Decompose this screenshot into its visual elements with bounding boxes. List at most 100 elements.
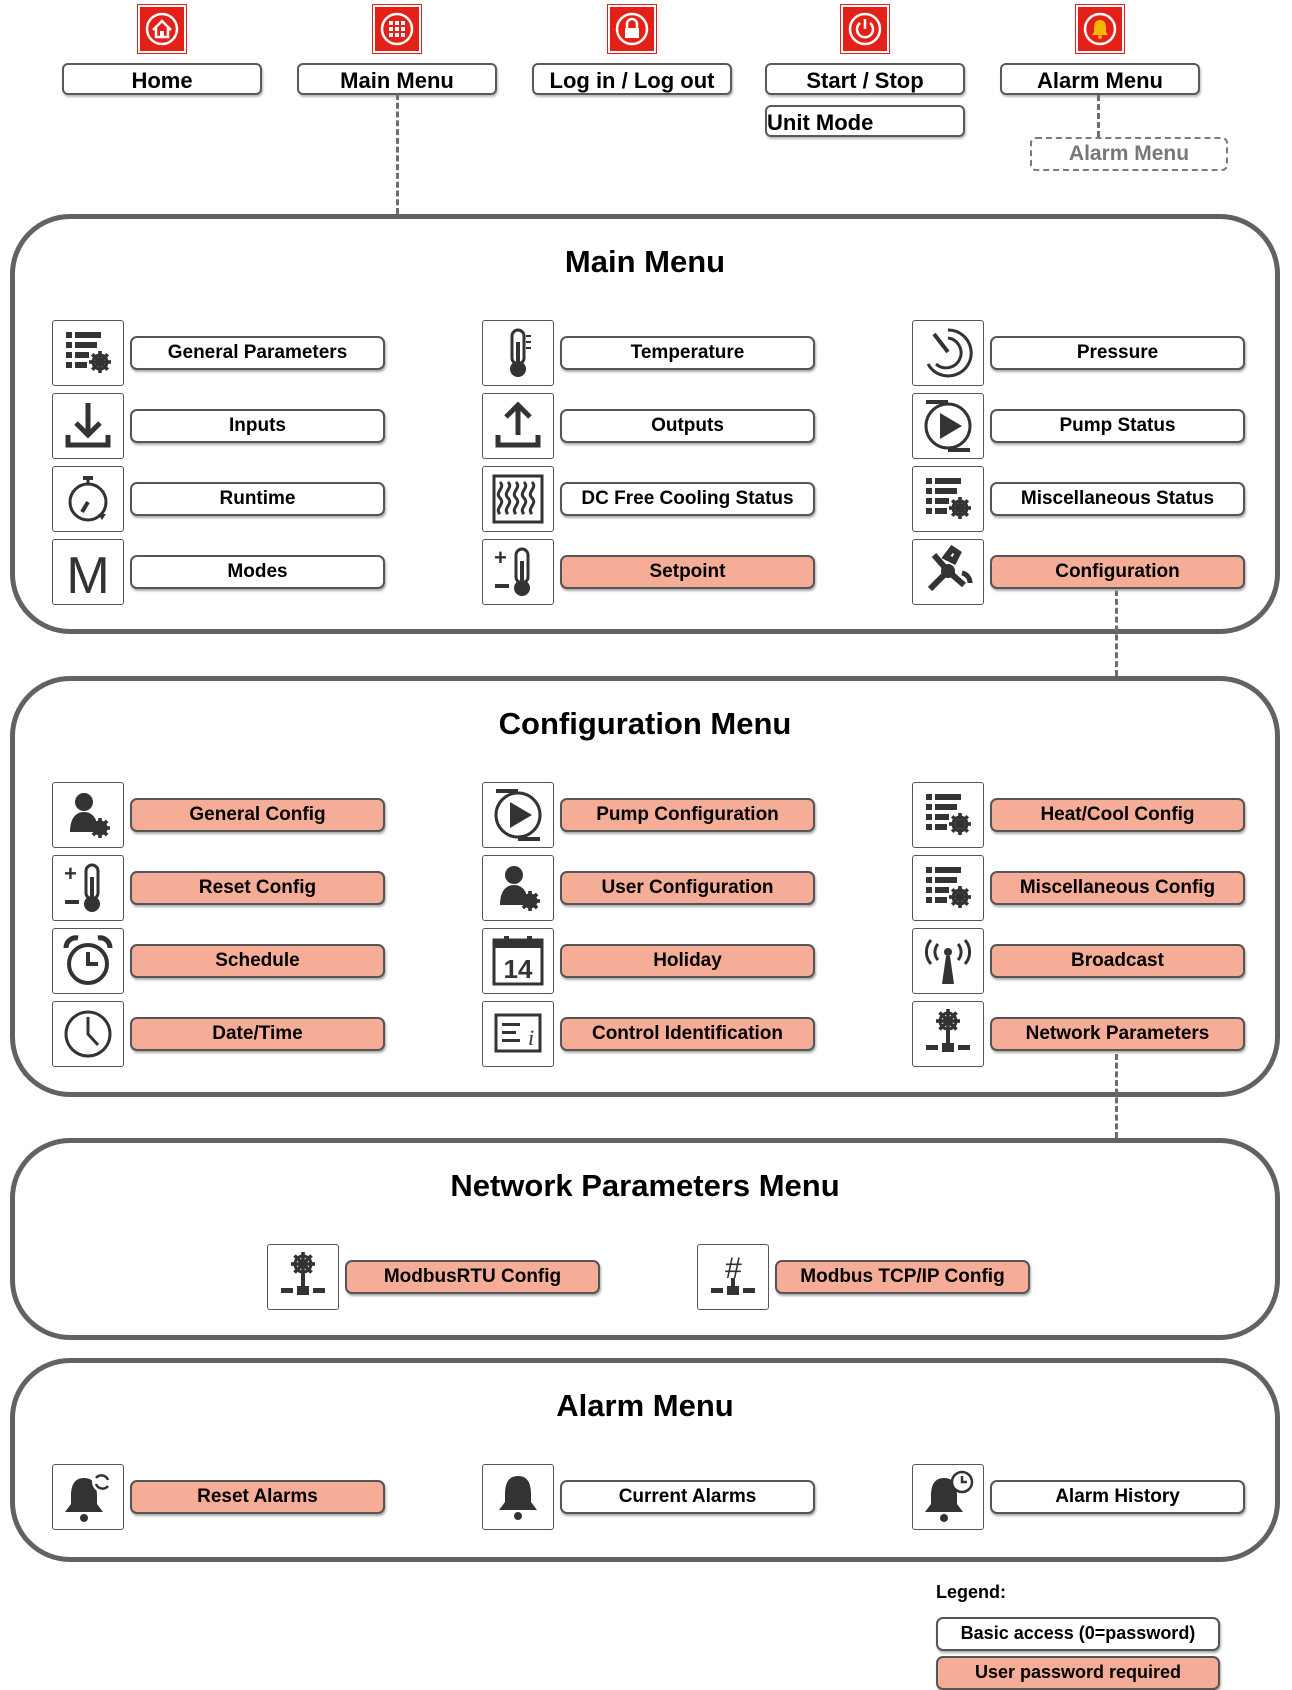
bell-history-icon [912, 1464, 984, 1530]
menu-item-button[interactable]: Miscellaneous Config [990, 871, 1245, 905]
thermometer-icon [482, 320, 554, 386]
menu-item-button[interactable]: Temperature [560, 336, 815, 370]
list-gear-icon [912, 855, 984, 921]
menu-item[interactable]: General Config [52, 782, 387, 848]
menu-item-button[interactable]: Control Identification [560, 1017, 815, 1051]
menu-item[interactable]: General Parameters [52, 320, 387, 386]
menu-item-button[interactable]: Pump Configuration [560, 798, 815, 832]
menu-item-button[interactable]: Reset Alarms [130, 1480, 385, 1514]
login-logout-button[interactable]: Log in / Log out [532, 63, 732, 95]
setpoint-thermometer-icon: + [52, 855, 124, 921]
menu-item-button[interactable]: General Parameters [130, 336, 385, 370]
menu-item-button[interactable]: Network Parameters [990, 1017, 1245, 1051]
main-menu-button[interactable]: Main Menu [297, 63, 497, 95]
menu-item[interactable]: Miscellaneous Status [912, 466, 1247, 532]
menu-item[interactable]: Pressure [912, 320, 1247, 386]
menu-item-button[interactable]: Outputs [560, 409, 815, 443]
menu-item-button[interactable]: Inputs [130, 409, 385, 443]
start-stop-button[interactable]: Start / Stop [765, 63, 965, 95]
power-icon [841, 5, 889, 53]
menu-item[interactable]: Configuration [912, 539, 1247, 605]
info-card-icon: i [482, 1001, 554, 1067]
list-gear-icon [912, 782, 984, 848]
menu-item[interactable]: Reset Alarms [52, 1464, 387, 1530]
connector-configuration [1115, 590, 1118, 676]
svg-text:#: # [725, 1252, 742, 1285]
menu-item-button[interactable]: Setpoint [560, 555, 815, 589]
connector-main-menu [396, 94, 399, 214]
menu-item-button[interactable]: Current Alarms [560, 1480, 815, 1514]
menu-item-button[interactable]: Broadcast [990, 944, 1245, 978]
network-gear-icon [912, 1001, 984, 1067]
menu-item-button[interactable]: ModbusRTU Config [345, 1260, 600, 1294]
main-menu-title: Main Menu [564, 244, 726, 279]
menu-item[interactable]: Pump Configuration [482, 782, 817, 848]
menu-item[interactable]: Broadcast [912, 928, 1247, 994]
nav-login[interactable]: Log in / Log out [532, 5, 732, 95]
stopwatch-icon [52, 466, 124, 532]
menu-item[interactable]: DC Free Cooling Status [482, 466, 817, 532]
lock-icon [608, 5, 656, 53]
menu-item-button[interactable]: Reset Config [130, 871, 385, 905]
menu-item[interactable]: 14 Holiday [482, 928, 817, 994]
pump-icon [482, 782, 554, 848]
menu-item-button[interactable]: Configuration [990, 555, 1245, 589]
user-gear-icon [482, 855, 554, 921]
menu-item[interactable]: Miscellaneous Config [912, 855, 1247, 921]
menu-item[interactable]: User Configuration [482, 855, 817, 921]
menu-item[interactable]: Temperature [482, 320, 817, 386]
configuration-menu-title: Configuration Menu [498, 706, 792, 741]
nav-alarm-menu[interactable]: Alarm Menu [1000, 5, 1200, 95]
connector-alarm [1097, 95, 1100, 137]
nav-main-menu[interactable]: Main Menu [297, 5, 497, 95]
bell-icon [482, 1464, 554, 1530]
nav-start-stop[interactable]: Start / Stop [765, 5, 965, 95]
menu-item-button[interactable]: Modes [130, 555, 385, 589]
menu-item[interactable]: Date/Time [52, 1001, 387, 1067]
menu-item[interactable]: Alarm History [912, 1464, 1247, 1530]
menu-item-button[interactable]: Schedule [130, 944, 385, 978]
menu-item[interactable]: +Setpoint [482, 539, 817, 605]
menu-item-button[interactable]: Pressure [990, 336, 1245, 370]
menu-item-button[interactable]: Modbus TCP/IP Config [775, 1260, 1030, 1294]
menu-item-button[interactable]: User Configuration [560, 871, 815, 905]
svg-text:14: 14 [504, 954, 533, 984]
menu-item[interactable]: Outputs [482, 393, 817, 459]
alarm-menu-title: Alarm Menu [556, 1388, 734, 1423]
clock-icon [52, 1001, 124, 1067]
alarm-menu-button[interactable]: Alarm Menu [1000, 63, 1200, 95]
menu-item[interactable]: Schedule [52, 928, 387, 994]
nav-home[interactable]: Home [62, 5, 262, 95]
menu-item-button[interactable]: Pump Status [990, 409, 1245, 443]
menu-item-button[interactable]: Heat/Cool Config [990, 798, 1245, 832]
menu-item-button[interactable]: General Config [130, 798, 385, 832]
menu-item[interactable]: ModbusRTU Config [267, 1244, 602, 1310]
menu-item[interactable]: +Reset Config [52, 855, 387, 921]
menu-item[interactable]: # Modbus TCP/IP Config [697, 1244, 1032, 1310]
menu-item[interactable]: Inputs [52, 393, 387, 459]
list-gear-icon [52, 320, 124, 386]
setpoint-thermometer-icon: + [482, 539, 554, 605]
menu-item-button[interactable]: DC Free Cooling Status [560, 482, 815, 516]
menu-item-button[interactable]: Date/Time [130, 1017, 385, 1051]
unit-mode-button[interactable]: Unit Mode [765, 105, 965, 137]
menu-item-button[interactable]: Holiday [560, 944, 815, 978]
download-icon [52, 393, 124, 459]
menu-item-button[interactable]: Alarm History [990, 1480, 1245, 1514]
user-gear-icon [52, 782, 124, 848]
tools-icon [912, 539, 984, 605]
upload-icon [482, 393, 554, 459]
menu-item-button[interactable]: Runtime [130, 482, 385, 516]
menu-item-button[interactable]: Miscellaneous Status [990, 482, 1245, 516]
home-icon [138, 5, 186, 53]
menu-item[interactable]: Pump Status [912, 393, 1247, 459]
menu-item[interactable]: Heat/Cool Config [912, 782, 1247, 848]
menu-item[interactable]: Current Alarms [482, 1464, 817, 1530]
home-button[interactable]: Home [62, 63, 262, 95]
menu-item[interactable]: Runtime [52, 466, 387, 532]
bell-icon [1076, 5, 1124, 53]
list-gear-icon [912, 466, 984, 532]
menu-item[interactable]: Network Parameters [912, 1001, 1247, 1067]
